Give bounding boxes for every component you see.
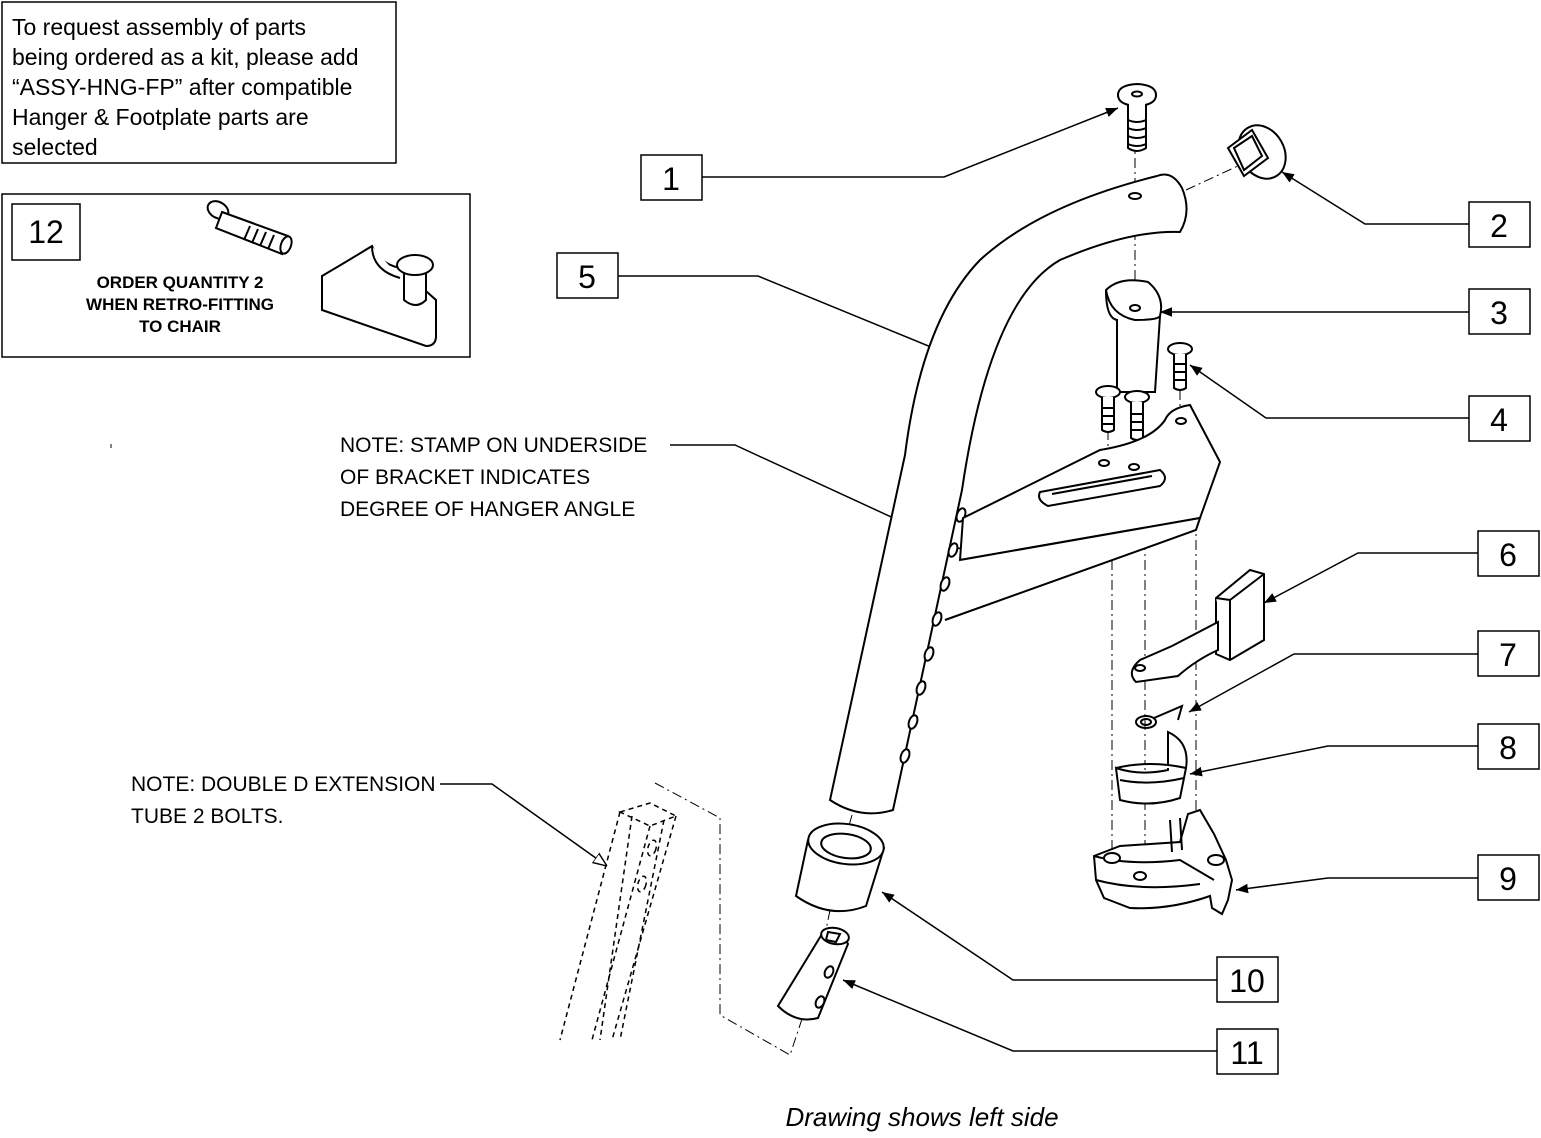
callout-number: 7 bbox=[1499, 637, 1517, 673]
leader-1 bbox=[702, 107, 1119, 178]
leader-4 bbox=[1189, 364, 1469, 419]
callout-number: 1 bbox=[662, 161, 680, 197]
callout-2: 2 bbox=[1468, 201, 1531, 248]
tube-note: NOTE: DOUBLE D EXTENSION TUBE 2 BOLTS. bbox=[131, 773, 436, 828]
leader-8 bbox=[1189, 745, 1478, 777]
kit-note-line: TO CHAIR bbox=[139, 317, 221, 336]
callout-number: 5 bbox=[578, 259, 596, 295]
callout-number: 2 bbox=[1490, 208, 1508, 244]
part-3-spacer bbox=[1104, 279, 1163, 393]
leader-11 bbox=[842, 979, 1217, 1052]
part-1-bolt bbox=[1117, 82, 1158, 152]
leader-tube-note bbox=[440, 783, 607, 866]
part-5-hanger-tube bbox=[828, 173, 1188, 815]
callout-5: 5 bbox=[556, 252, 619, 299]
assembly-note-line: To request assembly of parts bbox=[12, 14, 306, 40]
kit-bolt-drawing bbox=[206, 200, 293, 256]
leader-5 bbox=[618, 275, 949, 355]
drawing-caption: Drawing shows left side bbox=[785, 1102, 1058, 1132]
part-10-collar bbox=[794, 822, 886, 913]
stamp-note: NOTE: STAMP ON UNDERSIDE OF BRACKET INDI… bbox=[340, 434, 647, 521]
part-9-clamp bbox=[1092, 808, 1234, 916]
assembly-note-line: Hanger & Footplate parts are bbox=[12, 104, 309, 130]
part-4-screws bbox=[1095, 342, 1193, 441]
stamp-note-line: DEGREE OF HANGER ANGLE bbox=[340, 498, 635, 521]
leader-9 bbox=[1235, 877, 1478, 894]
extension-tube-phantom bbox=[559, 802, 678, 1041]
leader-2 bbox=[1281, 171, 1469, 225]
hanger-bracket bbox=[944, 403, 1222, 621]
leader-lines bbox=[440, 107, 1478, 1052]
leader-6 bbox=[1263, 552, 1478, 604]
assembly-note-line: selected bbox=[12, 134, 98, 160]
part-6-lever bbox=[1130, 568, 1265, 684]
tube-note-line: TUBE 2 BOLTS. bbox=[131, 805, 284, 828]
kit-box: 12 ORDER QUANTITY 2 WHEN RETRO-FITTING T… bbox=[1, 193, 471, 358]
callout-3: 3 bbox=[1468, 288, 1531, 335]
callout-number: 8 bbox=[1499, 730, 1517, 766]
callout-8: 8 bbox=[1477, 723, 1540, 770]
callout-number: 6 bbox=[1499, 537, 1517, 573]
part-8-latch bbox=[1114, 730, 1188, 805]
callout-number: 10 bbox=[1229, 963, 1265, 999]
stamp-note-line: OF BRACKET INDICATES bbox=[340, 466, 590, 489]
callout-9: 9 bbox=[1477, 854, 1540, 901]
callout-number: 4 bbox=[1490, 402, 1508, 438]
callout-4: 4 bbox=[1468, 395, 1531, 442]
tube-note-line: NOTE: DOUBLE D EXTENSION bbox=[131, 773, 436, 796]
part-7-spring bbox=[1135, 704, 1184, 729]
callout-number: 9 bbox=[1499, 861, 1517, 897]
callout-6: 6 bbox=[1477, 530, 1540, 577]
center-lines bbox=[654, 118, 1241, 1056]
kit-bracket-drawing bbox=[321, 244, 437, 348]
part-2-end-cap bbox=[1226, 124, 1287, 180]
leader-10 bbox=[881, 891, 1217, 981]
callout-7: 7 bbox=[1477, 630, 1540, 677]
assembly-note-line: being ordered as a kit, please add bbox=[12, 44, 359, 70]
leader-7 bbox=[1188, 653, 1478, 713]
kit-number: 12 bbox=[28, 214, 64, 250]
kit-note-line: WHEN RETRO-FITTING bbox=[86, 295, 274, 314]
assembly-note-line: “ASSY-HNG-FP” after compatible bbox=[12, 74, 352, 100]
assembly-note-box: To request assembly of parts being order… bbox=[1, 1, 397, 164]
callout-1: 1 bbox=[640, 154, 703, 201]
stamp-note-line: NOTE: STAMP ON UNDERSIDE bbox=[340, 434, 647, 457]
kit-note-line: ORDER QUANTITY 2 bbox=[97, 273, 264, 292]
callout-11: 11 bbox=[1216, 1028, 1279, 1075]
callout-number: 11 bbox=[1230, 1035, 1263, 1071]
part-11-insert bbox=[776, 926, 850, 1021]
callout-10: 10 bbox=[1216, 956, 1279, 1003]
callout-number: 3 bbox=[1490, 295, 1508, 331]
